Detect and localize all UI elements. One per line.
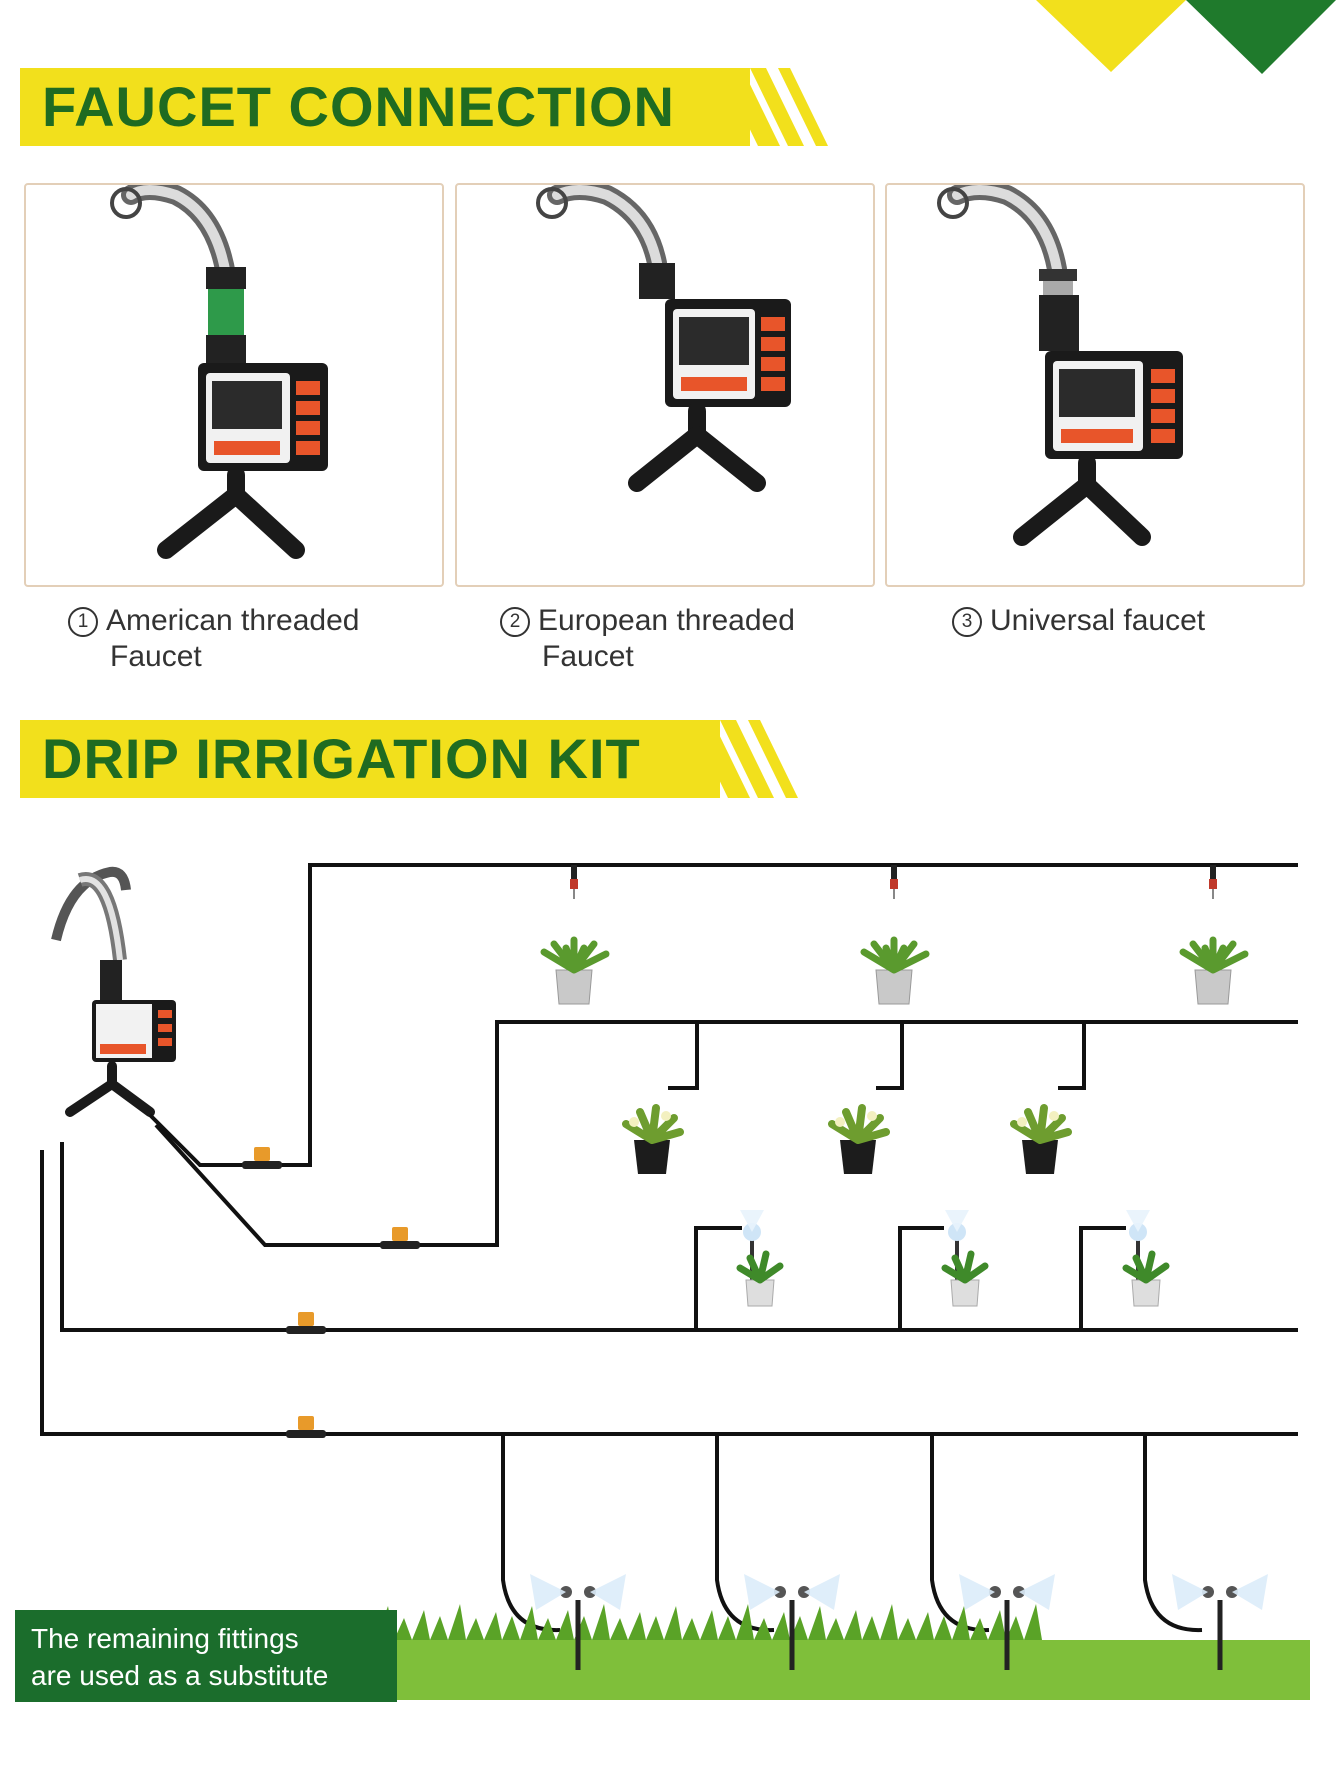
potted-plant-icon (740, 1254, 780, 1306)
substitute-fittings-note: The remaining fittings are used as a sub… (15, 1610, 397, 1702)
faucet-option-card-american (24, 183, 444, 587)
banner-stripes (720, 68, 828, 146)
dripper-icon (1208, 864, 1218, 900)
inline-valve-icon (286, 1312, 326, 1334)
potted-plant-icon (626, 1108, 680, 1174)
irrigation-layout-diagram (40, 863, 1310, 1700)
potted-plant-icon (945, 1254, 985, 1306)
faucet-caption-1: 1 American threaded Faucet (68, 603, 359, 675)
caption-line1: European threaded (538, 604, 795, 637)
two-way-splitter-icon (157, 466, 305, 559)
main-tubing (40, 863, 1298, 1633)
caption-line1: Universal faucet (990, 604, 1206, 637)
dripper-icon (569, 864, 579, 900)
faucet-connection-title: FAUCET CONNECTION (42, 75, 675, 138)
caption-number: 1 (68, 607, 98, 637)
potted-plant-icon (864, 940, 926, 1004)
faucet-caption-2: 2 European threaded Faucet (500, 603, 795, 675)
dripper-icon (889, 864, 899, 900)
potted-plant-icon (1014, 1108, 1068, 1174)
faucet-pipe-icon (536, 185, 667, 273)
faucet-pipe-icon (937, 185, 1067, 279)
potted-plant-icon (544, 940, 606, 1004)
inline-valve-icon (380, 1227, 420, 1249)
inline-valve-icon (242, 1147, 282, 1169)
water-timer-icon (198, 363, 328, 471)
drip-irrigation-kit-banner: DRIP IRRIGATION KIT (20, 720, 810, 798)
faucet-caption-3: 3 Universal faucet (952, 603, 1205, 639)
corner-decoration (1036, 0, 1336, 74)
caption-number: 3 (952, 607, 982, 637)
inline-valve-icon (286, 1416, 326, 1438)
water-timer-icon (1045, 351, 1183, 459)
faucet-option-card-european (455, 183, 875, 587)
banner-stripes (690, 720, 798, 798)
potted-plant-icon (832, 1108, 886, 1174)
potted-plant-icon (1183, 940, 1245, 1004)
caption-line1: American threaded (106, 604, 360, 637)
potted-plant-icon (1126, 1254, 1166, 1306)
faucet-connection-banner: FAUCET CONNECTION (20, 68, 840, 146)
two-way-splitter-icon (628, 402, 766, 492)
note-line1: The remaining fittings (31, 1623, 299, 1654)
faucet-option-card-universal (885, 183, 1305, 587)
caption-line2: Faucet (110, 640, 202, 673)
water-timer-icon (665, 299, 791, 407)
faucet-pipe-icon (110, 185, 236, 285)
caption-number: 2 (500, 607, 530, 637)
drip-irrigation-kit-title: DRIP IRRIGATION KIT (42, 727, 641, 790)
note-line2: are used as a substitute (31, 1660, 329, 1691)
green-adapter (208, 289, 244, 335)
caption-line2: Faucet (542, 640, 634, 673)
faucet-with-timer-icon (51, 866, 176, 1117)
two-way-splitter-icon (1013, 454, 1151, 546)
grass-strip (360, 1604, 1310, 1700)
